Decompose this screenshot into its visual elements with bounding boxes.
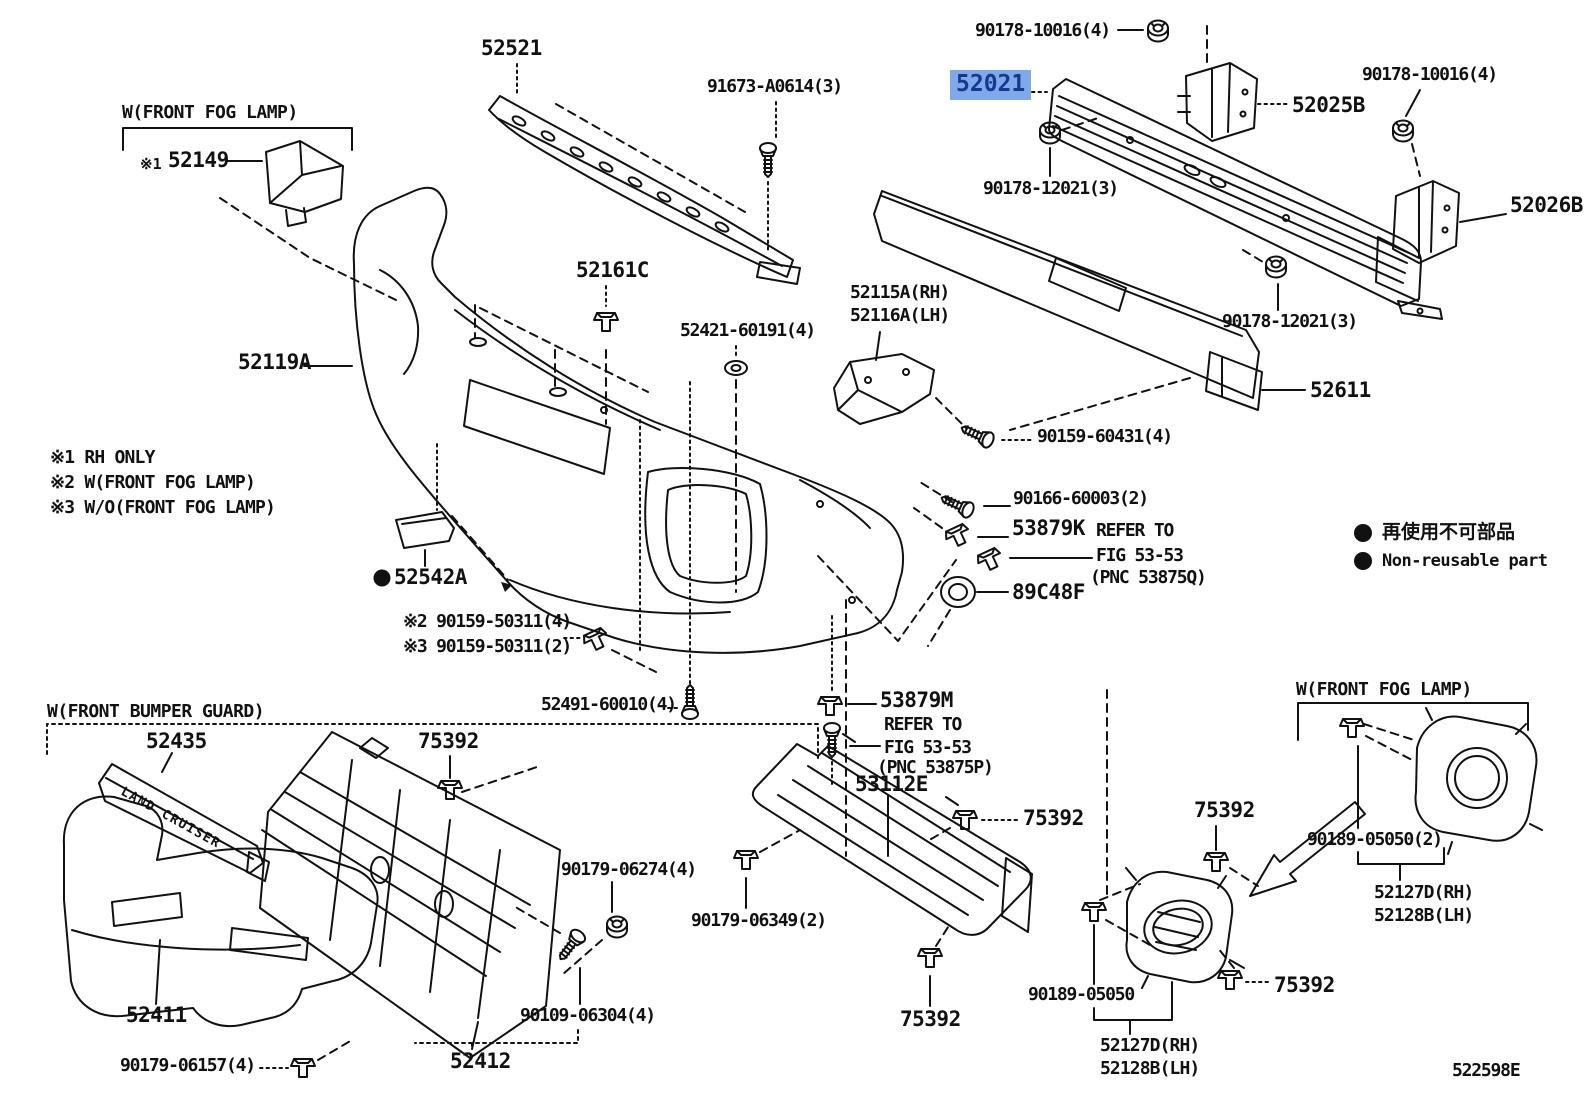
part-label-53112E[interactable]: 53112E bbox=[855, 772, 928, 796]
reinforcement-52021-art bbox=[1031, 78, 1443, 320]
part-label-52116A[interactable]: 52116A(LH) bbox=[850, 305, 950, 326]
part-label-52412[interactable]: 52412 bbox=[450, 1049, 511, 1073]
part-label-90159-50311-2[interactable]: ※3 90159-50311(2) bbox=[403, 636, 572, 657]
note-2: ※2 W(FRONT FOG LAMP) bbox=[50, 472, 256, 493]
part-label-75392-bezel-bottom[interactable]: 75392 bbox=[1274, 973, 1335, 997]
part-label-75392-bezel-top[interactable]: 75392 bbox=[1194, 798, 1255, 822]
part-label-90178-12021-left[interactable]: 90178-12021(3) bbox=[983, 178, 1119, 199]
group-header-front-bumper-guard: W(FRONT BUMPER GUARD) bbox=[47, 701, 265, 722]
part-label-75392-grille-right[interactable]: 75392 bbox=[1023, 806, 1084, 830]
fastener-cluster-art bbox=[913, 419, 1093, 647]
part-label-90179-06157[interactable]: 90179-06157(4) bbox=[120, 1055, 256, 1076]
note-1: ※1 RH ONLY bbox=[50, 447, 155, 468]
drawing-code: 522598E bbox=[1452, 1060, 1521, 1081]
bumper-guard-bracket-line bbox=[46, 723, 819, 759]
clip-90159-50311-art bbox=[563, 625, 657, 673]
part-label-90178-10016-top[interactable]: 90178-10016(4) bbox=[975, 20, 1111, 41]
part-label-52411[interactable]: 52411 bbox=[126, 1003, 187, 1027]
part-label-90179-06274[interactable]: 90179-06274(4) bbox=[561, 859, 697, 880]
grommet-52421-art bbox=[724, 345, 748, 376]
part-label-75392-grille-bottom[interactable]: 75392 bbox=[900, 1007, 961, 1031]
part-label-52128B-bottom[interactable]: 52128B(LH) bbox=[1100, 1058, 1200, 1079]
ref-mark-1: ※1 bbox=[140, 155, 162, 173]
legend-dots bbox=[1354, 524, 1372, 570]
part-label-90178-12021-right[interactable]: 90178-12021(3) bbox=[1222, 311, 1358, 332]
bracket-52026B-art bbox=[1392, 89, 1507, 264]
direction-arrow bbox=[1249, 801, 1366, 897]
part-label-52611[interactable]: 52611 bbox=[1310, 378, 1371, 402]
part-label-52026B[interactable]: 52026B bbox=[1510, 193, 1583, 217]
part-label-52491-60010[interactable]: 52491-60010(4) bbox=[541, 694, 677, 715]
part-label-52149[interactable]: 52149 bbox=[168, 148, 229, 172]
bolt-91673-art bbox=[759, 101, 777, 253]
fig-53-53-K: FIG 53-53 bbox=[1096, 545, 1184, 566]
bumper-cover-52119A-art bbox=[303, 186, 957, 654]
support-52115A-art bbox=[833, 331, 967, 429]
part-label-52021-highlighted[interactable]: 52021 bbox=[950, 70, 1032, 100]
bracket-52025B-art bbox=[1117, 19, 1289, 142]
pnc-53875Q: (PNC 53875Q) bbox=[1090, 567, 1207, 588]
part-label-90178-10016-right[interactable]: 90178-10016(4) bbox=[1362, 64, 1498, 85]
retainer-52521-art bbox=[488, 63, 801, 285]
pad-52542A-art bbox=[373, 443, 512, 592]
part-label-90109-06304[interactable]: 90109-06304(4) bbox=[520, 1005, 656, 1026]
part-label-53879K[interactable]: 53879K bbox=[1012, 516, 1085, 540]
refer-to-K: REFER TO bbox=[1096, 520, 1174, 541]
group-header-front-fog-lamp-left: W(FRONT FOG LAMP) bbox=[122, 102, 298, 123]
guard-cover-52411-art bbox=[62, 795, 379, 1027]
fog-bezel-right-art bbox=[1203, 702, 1543, 990]
part-label-52127D-right[interactable]: 52127D(RH) bbox=[1374, 882, 1474, 903]
grille-53112E-art bbox=[733, 733, 1033, 1007]
part-label-52115A[interactable]: 52115A(RH) bbox=[850, 282, 950, 303]
clip-53879M-art bbox=[817, 696, 881, 789]
guard-fasteners-art bbox=[259, 755, 628, 1078]
clip-52161C-art bbox=[593, 285, 619, 332]
part-label-89C48F[interactable]: 89C48F bbox=[1012, 580, 1085, 604]
part-label-52435[interactable]: 52435 bbox=[146, 729, 207, 753]
part-label-90159-50311-4[interactable]: ※2 90159-50311(4) bbox=[403, 611, 572, 632]
part-label-52128B-right[interactable]: 52128B(LH) bbox=[1374, 905, 1474, 926]
note-3: ※3 W/O(FRONT FOG LAMP) bbox=[50, 497, 276, 518]
legend-text-en: Non-reusable part bbox=[1382, 551, 1548, 571]
guard-plate-52435-art: LAND CRUISER bbox=[98, 752, 270, 882]
part-label-52542A[interactable]: 52542A bbox=[394, 565, 467, 589]
part-label-53879M[interactable]: 53879M bbox=[880, 688, 953, 712]
fig-53-53-M: FIG 53-53 bbox=[884, 737, 972, 758]
part-label-90159-60431[interactable]: 90159-60431(4) bbox=[1037, 426, 1173, 447]
pnc-53875P: (PNC 53875P) bbox=[877, 757, 994, 778]
part-label-52025B[interactable]: 52025B bbox=[1292, 93, 1365, 117]
bolt-52491-art bbox=[667, 684, 699, 720]
part-label-52127D-bottom[interactable]: 52127D(RH) bbox=[1100, 1035, 1200, 1056]
part-label-52161C[interactable]: 52161C bbox=[576, 258, 649, 282]
refer-to-M: REFER TO bbox=[884, 714, 962, 735]
fog-lamp-bracket-52149-art bbox=[122, 127, 397, 301]
part-label-90179-06349[interactable]: 90179-06349(2) bbox=[691, 910, 827, 931]
part-label-52521[interactable]: 52521 bbox=[481, 36, 542, 60]
part-label-90189-05050-2[interactable]: 90189-05050(2) bbox=[1307, 829, 1443, 850]
part-label-91673-A0614[interactable]: 91673-A0614(3) bbox=[707, 76, 843, 97]
part-label-90166-60003[interactable]: 90166-60003(2) bbox=[1013, 488, 1149, 509]
part-label-75392-guard[interactable]: 75392 bbox=[418, 729, 479, 753]
group-header-front-fog-lamp-right: W(FRONT FOG LAMP) bbox=[1296, 679, 1472, 700]
absorber-52611-art bbox=[873, 190, 1306, 431]
part-label-52421-60191[interactable]: 52421-60191(4) bbox=[680, 320, 816, 341]
part-label-52119A[interactable]: 52119A bbox=[238, 350, 311, 374]
part-label-90189-05050[interactable]: 90189-05050 bbox=[1028, 984, 1135, 1005]
legend-text-jp: 再使用不可部品 bbox=[1382, 521, 1516, 543]
nut-90178-12021-art bbox=[1039, 117, 1287, 311]
guard-absorber-52412-art bbox=[259, 731, 579, 1059]
